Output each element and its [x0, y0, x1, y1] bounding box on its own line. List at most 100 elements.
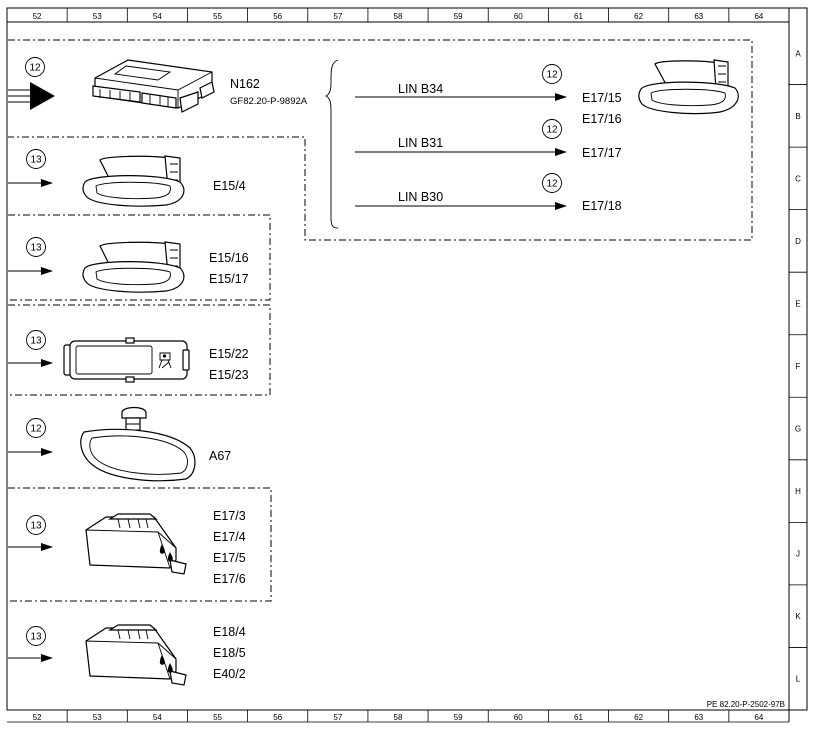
lin-b34-line: LIN B34 12	[355, 64, 567, 101]
e17-3-bubble: 13	[30, 521, 42, 532]
column-label-55: 55	[213, 12, 222, 21]
n162-code: N162	[230, 77, 260, 91]
input-arrow-icon	[30, 82, 55, 110]
sheet-frame	[6, 7, 808, 723]
e17-5-label: E17/5	[213, 551, 246, 565]
row-ruler-right: A B C D E F G H J K L	[789, 49, 807, 684]
door-handle-lamp-icon	[638, 59, 739, 115]
e15-4-bubble: 13	[30, 155, 42, 166]
column-label-53: 53	[93, 713, 102, 722]
e17-4-label: E17/4	[213, 530, 246, 544]
column-label-62: 62	[634, 12, 643, 21]
row-label-K: K	[795, 612, 801, 621]
e40-2-label: E40/2	[213, 667, 246, 681]
e15-17-label: E15/17	[209, 272, 249, 286]
column-label-58: 58	[394, 713, 403, 722]
boundary-e15-group	[8, 214, 271, 301]
column-label-52: 52	[33, 713, 42, 722]
column-label-64: 64	[754, 713, 763, 722]
e15-16-component: 13 E15/16 E15/17	[8, 237, 249, 293]
column-label-57: 57	[333, 713, 342, 722]
row-label-L: L	[796, 675, 801, 684]
n162-reference: GF82.20-P-9892A	[230, 96, 308, 107]
e17-15-label: E17/15	[582, 91, 622, 105]
lin-b31-target: E17/17	[582, 146, 622, 160]
lin-b31-bubble: 12	[546, 125, 558, 136]
a67-component: 12 A67	[8, 406, 231, 482]
row-label-B: B	[795, 112, 800, 121]
switch-panel-lamp-icon	[63, 337, 190, 383]
e18-4-component: 13 E18/4 E18/5 E40/2	[8, 624, 246, 686]
e15-23-label: E15/23	[209, 368, 249, 382]
row-label-C: C	[795, 174, 801, 183]
column-label-56: 56	[273, 12, 282, 21]
e17-3-component: 13 E17/3 E17/4 E17/5 E17/6	[8, 509, 246, 586]
door-handle-lamp-icon	[82, 241, 185, 293]
column-label-58: 58	[394, 12, 403, 21]
lin-b34-bubble: 12	[546, 70, 558, 81]
boundary-e17-3-group	[8, 487, 272, 602]
e18-5-label: E18/5	[213, 646, 246, 660]
e15-16-label: E15/16	[209, 251, 249, 265]
footwell-lamp-icon	[85, 624, 187, 686]
lin-b30-line: LIN B30 12 E17/18	[355, 173, 622, 213]
e18-4-label: E18/4	[213, 625, 246, 639]
column-ruler-bottom: 52 53 54 55 56 57 58 59 60 61 62 63 64	[33, 710, 764, 722]
document-reference: PE 82.20-P-2502-97B	[707, 700, 785, 709]
column-label-59: 59	[454, 12, 463, 21]
footwell-lamp-icon	[85, 513, 187, 575]
row-label-F: F	[796, 362, 801, 371]
column-label-59: 59	[454, 713, 463, 722]
e15-22-component: 13 E15/22 E15/23	[8, 330, 249, 383]
rear-view-mirror-icon	[80, 406, 196, 482]
lin-b31-line: LIN B31 12 E17/17	[355, 119, 622, 160]
column-label-63: 63	[694, 12, 703, 21]
column-ruler-top: 52 53 54 55 56 57 58 59 60 61 62 63 64	[33, 8, 764, 22]
e18-4-bubble: 13	[30, 632, 42, 643]
e15-4-label: E15/4	[213, 179, 246, 193]
a67-label: A67	[209, 449, 231, 463]
column-label-55: 55	[213, 713, 222, 722]
column-label-54: 54	[153, 713, 162, 722]
lin-bus-brace	[324, 59, 339, 229]
column-label-63: 63	[694, 713, 703, 722]
control-module-icon	[92, 59, 215, 113]
group-boundaries	[8, 39, 753, 602]
row-label-J: J	[796, 550, 800, 559]
e15-4-component: 13 E15/4	[8, 149, 246, 207]
e17-6-label: E17/6	[213, 572, 246, 586]
e15-22-bubble: 13	[30, 336, 42, 347]
column-label-61: 61	[574, 713, 583, 722]
column-label-62: 62	[634, 713, 643, 722]
row-label-A: A	[795, 49, 801, 58]
boundary-e15-22-group	[8, 304, 271, 396]
column-label-60: 60	[514, 12, 523, 21]
lin-b30-bubble: 12	[546, 179, 558, 190]
lin-b30-target: E17/18	[582, 199, 622, 213]
e15-16-bubble: 13	[30, 243, 42, 254]
row-label-G: G	[795, 425, 801, 434]
column-label-56: 56	[273, 713, 282, 722]
column-label-57: 57	[333, 12, 342, 21]
lin-b34-label: LIN B34	[398, 82, 443, 96]
n162-control-unit: 12 N162 GF82.20-P-9892A	[8, 57, 339, 229]
row-label-D: D	[795, 237, 801, 246]
row-label-H: H	[795, 487, 801, 496]
e17-15-component: E17/15 E17/16	[582, 59, 739, 126]
lin-b31-label: LIN B31	[398, 136, 443, 150]
row-label-E: E	[795, 299, 800, 308]
lin-b30-label: LIN B30	[398, 190, 443, 204]
boundary-n162-group	[8, 39, 753, 241]
e17-3-label: E17/3	[213, 509, 246, 523]
column-label-54: 54	[153, 12, 162, 21]
door-handle-lamp-icon	[82, 155, 185, 207]
column-label-61: 61	[574, 12, 583, 21]
column-label-53: 53	[93, 12, 102, 21]
column-label-64: 64	[754, 12, 763, 21]
a67-bubble: 12	[30, 424, 42, 435]
e17-16-label: E17/16	[582, 112, 622, 126]
column-label-52: 52	[33, 12, 42, 21]
column-label-60: 60	[514, 713, 523, 722]
